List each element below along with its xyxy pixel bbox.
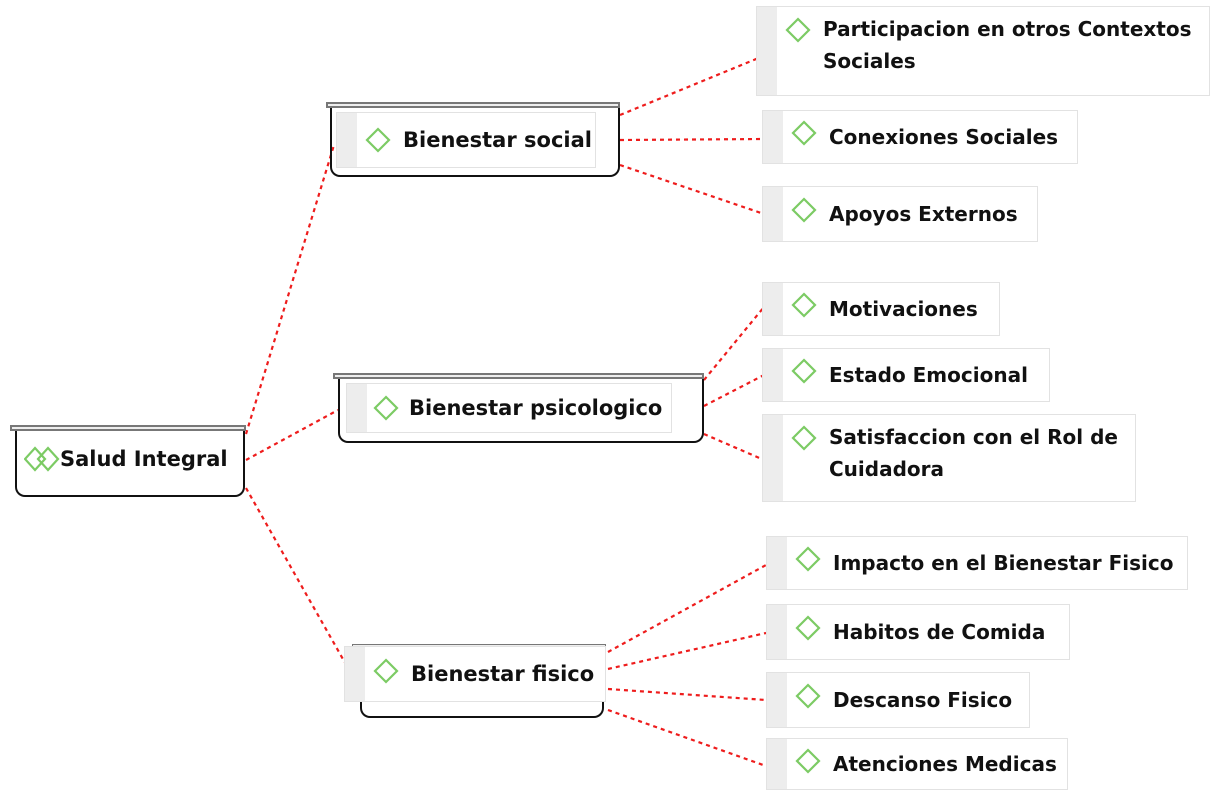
leaf-label: Habitos de Comida [833, 620, 1046, 644]
leaf-node[interactable]: Apoyos Externos [762, 186, 1038, 242]
diamond-icon [795, 615, 821, 641]
node-strip [763, 283, 783, 335]
node-strip [767, 673, 787, 727]
diamond-icon [365, 127, 391, 153]
leaf-node[interactable]: Atenciones Medicas [766, 738, 1068, 790]
connector-root-social [244, 144, 336, 435]
leaf-node[interactable]: Motivaciones [762, 282, 1000, 336]
leaf-node[interactable]: Participacion en otros Contextos Sociale… [756, 6, 1210, 96]
node-strip [767, 605, 787, 659]
connector-psico-1 [703, 306, 765, 381]
branch-social-cap [326, 102, 620, 108]
connector-social-1 [619, 48, 779, 117]
branch-psico-node[interactable]: Bienestar psicologico [346, 383, 672, 433]
root-bracket [15, 431, 245, 497]
branch-psico-cap [333, 373, 704, 379]
leaf-label: Atenciones Medicas [833, 752, 1057, 776]
connector-psico-3 [703, 432, 765, 462]
diamond-icon [795, 683, 821, 709]
leaf-node[interactable]: Estado Emocional [762, 348, 1050, 402]
branch-social-bracket [330, 108, 620, 177]
double-diamond-icon [24, 446, 60, 472]
diamond-icon [785, 17, 811, 43]
connector-root-psico [245, 409, 339, 461]
connector-fisico-1 [607, 564, 767, 653]
node-strip [763, 349, 783, 401]
node-strip [767, 739, 787, 789]
node-strip [337, 113, 357, 167]
diamond-icon [373, 658, 399, 684]
leaf-node[interactable]: Satisfaccion con el Rol de Cuidadora [762, 414, 1136, 502]
leaf-label: Descanso Fisico [833, 688, 1013, 712]
diamond-icon [791, 358, 817, 384]
leaf-label: Estado Emocional [829, 363, 1028, 387]
diamond-icon [791, 425, 817, 451]
connector-fisico-2 [607, 631, 767, 671]
branch-label: Bienestar social [403, 128, 592, 152]
root-cap [10, 425, 246, 431]
root-label: Salud Integral [60, 447, 228, 471]
node-strip [757, 7, 777, 95]
leaf-label: Conexiones Sociales [829, 125, 1059, 149]
leaf-node[interactable]: Habitos de Comida [766, 604, 1070, 660]
diamond-icon [791, 120, 817, 146]
leaf-node[interactable]: Conexiones Sociales [762, 110, 1078, 164]
connector-social-2 [619, 137, 765, 142]
branch-psico-bracket [338, 379, 704, 443]
leaf-label: Satisfaccion con el Rol de Cuidadora [829, 425, 1118, 481]
node-strip [345, 647, 365, 701]
connector-fisico-4 [607, 708, 767, 768]
connector-root-fisico [245, 487, 349, 669]
leaf-label: Participacion en otros Contextos Sociale… [823, 17, 1192, 73]
connector-fisico-3 [607, 687, 767, 702]
diamond-icon [795, 546, 821, 572]
node-strip [763, 415, 783, 501]
leaf-node[interactable]: Impacto en el Bienestar Fisico [766, 536, 1188, 590]
diamond-icon [795, 748, 821, 774]
diamond-icon [791, 197, 817, 223]
root-node[interactable]: Salud Integral [20, 437, 240, 481]
node-strip [767, 537, 787, 589]
branch-label: Bienestar psicologico [409, 396, 663, 420]
branch-social-node[interactable]: Bienestar social [336, 112, 596, 168]
connector-psico-2 [703, 374, 765, 407]
diamond-icon [791, 292, 817, 318]
branch-fisico-node[interactable]: Bienestar fisico [344, 646, 606, 702]
diamond-icon [373, 395, 399, 421]
branch-label: Bienestar fisico [411, 662, 595, 686]
leaf-label: Motivaciones [829, 297, 978, 321]
leaf-label: Apoyos Externos [829, 202, 1018, 226]
leaf-node[interactable]: Descanso Fisico [766, 672, 1030, 728]
node-strip [347, 384, 367, 432]
node-strip [763, 111, 783, 163]
leaf-label: Impacto en el Bienestar Fisico [833, 551, 1174, 575]
connector-social-3 [619, 163, 765, 216]
node-strip [763, 187, 783, 241]
